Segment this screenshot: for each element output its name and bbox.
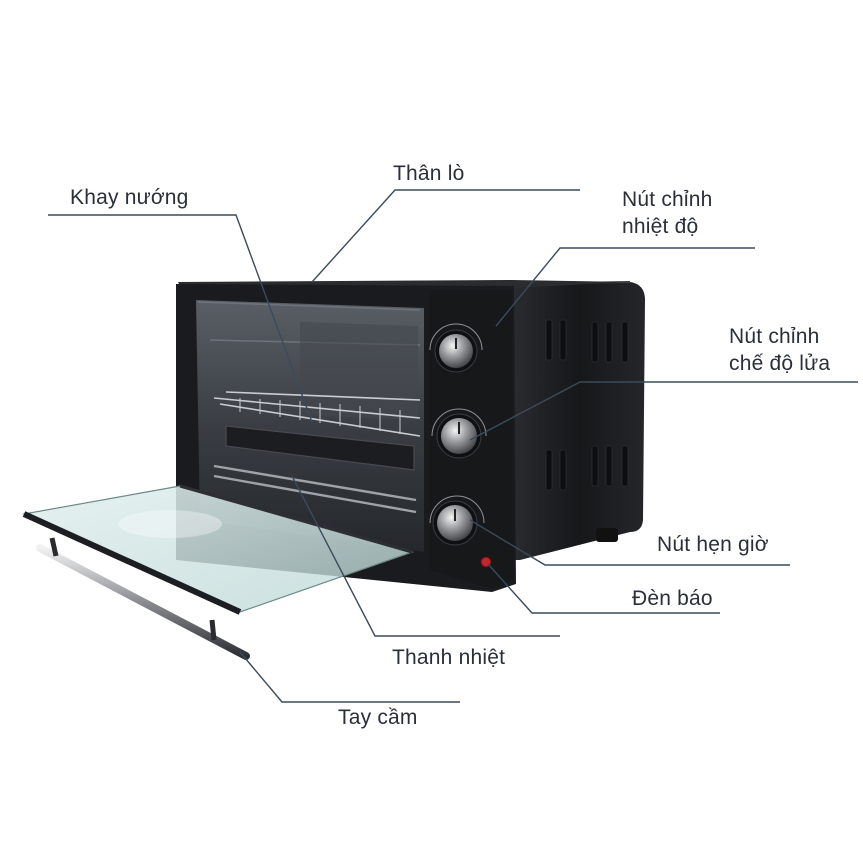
mode-knob [436, 413, 482, 459]
label-handle: Tay cầm [338, 706, 418, 729]
label-temperature-knob: Nút chỉnh nhiệt độ [622, 188, 713, 238]
timer-knob [432, 500, 478, 546]
label-timer-knob: Nút hẹn giờ [657, 533, 769, 556]
baking-tray [225, 425, 415, 471]
leader-lines [48, 189, 858, 703]
temperature-knob [434, 329, 478, 373]
oven-side-panel [511, 281, 645, 560]
side-vents [545, 319, 629, 491]
wire-rack [213, 391, 421, 437]
heating-element [213, 464, 417, 514]
label-oven-body: Thân lò [393, 162, 465, 185]
door-handle [36, 537, 250, 660]
label-baking-tray: Khay nướng [70, 186, 189, 209]
label-mode-knob: Nút chỉnh chế độ lửa [729, 325, 831, 375]
glass-door [21, 484, 414, 615]
label-indicator-light: Đèn báo [632, 587, 713, 610]
label-heating-element: Thanh nhiệt [392, 646, 506, 669]
